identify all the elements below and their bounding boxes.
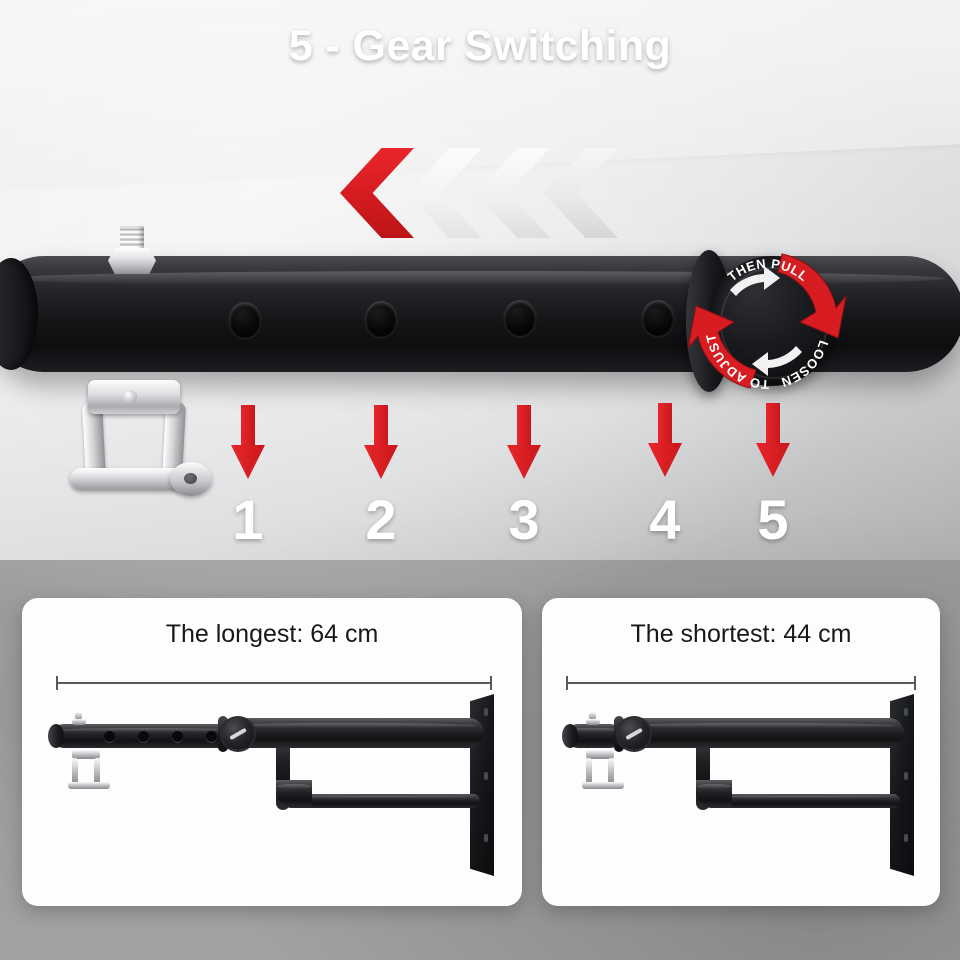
adjustment-knob: THEN PULL LOOSEN TO ADJUST <box>686 246 847 396</box>
d-shackle <box>58 380 212 504</box>
card-shortest: The shortest: 44 cm <box>542 598 940 906</box>
top-bolt-shortest <box>586 712 600 726</box>
product-hole-4 <box>206 731 217 742</box>
shackle-pin <box>70 468 198 490</box>
d-shackle-longest <box>66 750 112 796</box>
card-longest-title: The longest: 64 cm <box>165 620 379 648</box>
gear-arrow-2 <box>364 405 398 479</box>
rotation-arrow-lower <box>687 305 757 389</box>
inner-arrow-lower <box>752 346 802 376</box>
inner-tube-cap-longest <box>48 724 64 748</box>
bolt-hex-head <box>108 248 156 274</box>
outer-tube-longest <box>218 718 484 748</box>
inner-tube-cap-shortest <box>562 724 578 748</box>
chevron-group <box>340 148 680 238</box>
d-shackle-shortest <box>580 750 626 796</box>
adjust-hole-1 <box>229 302 261 338</box>
chevron-left-icon-2 <box>408 148 482 238</box>
dimension-line-shortest <box>566 676 916 690</box>
outer-tube-shortest <box>614 718 904 748</box>
adjust-hole-3 <box>504 300 536 336</box>
shackle-eye <box>170 462 212 496</box>
gear-number-3: 3 <box>508 488 540 551</box>
product-hole-1 <box>104 731 115 742</box>
page-title: 5 - Gear Switching <box>288 22 672 70</box>
chevron-left-icon-4 <box>544 148 618 238</box>
shackle-clamp <box>88 380 180 414</box>
gear-number-5: 5 <box>757 488 789 551</box>
product-longest <box>22 598 522 906</box>
support-brace-horizontal <box>284 794 480 808</box>
dimension-line-longest <box>56 676 492 690</box>
inner-arrow-upper <box>730 266 780 296</box>
card-longest: The longest: 64 cm <box>22 598 522 906</box>
chevron-left-icon-1 <box>340 148 414 238</box>
support-brace-elbow <box>276 780 312 808</box>
rotation-arrow-upper <box>777 253 847 339</box>
product-hole-3 <box>172 731 183 742</box>
chevron-left-icon-3 <box>476 148 550 238</box>
support-brace-elbow-short <box>696 780 732 808</box>
knob-graphics: THEN PULL LOOSEN TO ADJUST <box>687 253 847 392</box>
adjust-hole-2 <box>365 301 397 337</box>
support-brace-horizontal-short <box>704 794 900 808</box>
gear-arrow-4 <box>648 403 682 477</box>
gear-number-2: 2 <box>365 488 397 551</box>
gear-arrow-3 <box>507 405 541 479</box>
adjustment-knob-shortest <box>618 718 650 750</box>
gear-arrow-1 <box>231 405 265 479</box>
adjust-hole-4 <box>642 300 674 336</box>
product-shortest <box>542 598 940 906</box>
gear-number-1: 1 <box>232 488 264 551</box>
top-bolt <box>104 226 160 274</box>
gear-number-4: 4 <box>649 488 681 551</box>
product-hole-2 <box>138 731 149 742</box>
top-bolt-longest <box>72 712 86 726</box>
gear-arrow-5 <box>756 403 790 477</box>
card-shortest-title: The shortest: 44 cm <box>630 620 852 648</box>
adjustment-knob-longest <box>222 718 254 750</box>
knob-label-bottom: LOOSEN <box>779 338 831 390</box>
